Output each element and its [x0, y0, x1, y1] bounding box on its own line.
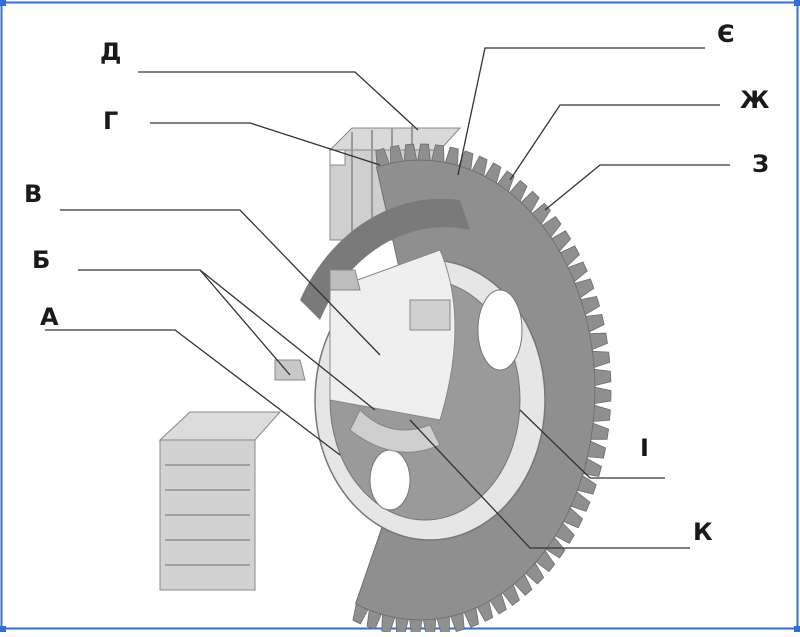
gear-tooth [395, 617, 409, 636]
leader-a [45, 329, 341, 456]
gear-tooth [563, 507, 584, 529]
leader-zh [509, 104, 720, 181]
gear-tooth [352, 603, 369, 625]
leader-b2 [199, 269, 376, 411]
gear-tooth [509, 180, 528, 202]
gear-tooth [366, 609, 382, 630]
label-b: Б [32, 246, 51, 274]
gear-tooth [375, 148, 390, 168]
gear-tooth [551, 230, 572, 252]
gear-tooth [525, 562, 545, 585]
gear-tooth [422, 618, 437, 637]
gear-tooth [431, 144, 445, 163]
frame-corner [794, 626, 800, 632]
gear-tooth [592, 350, 611, 369]
gear-tooth [501, 584, 520, 606]
leader-b [78, 269, 291, 376]
gear-tooth [403, 143, 418, 162]
gear-tooth [520, 190, 540, 213]
gear-tooth [582, 457, 602, 477]
gear-tooth [484, 162, 502, 184]
gear-tooth [471, 155, 488, 177]
label-g: Г [103, 107, 119, 135]
gear-tooth [585, 314, 605, 333]
gear-tooth [580, 295, 601, 316]
leader-z [544, 164, 730, 211]
gear-tooth [489, 593, 507, 615]
label-d: Д [100, 38, 122, 66]
gear-tooth [458, 150, 474, 171]
gear-tooth [554, 522, 575, 544]
leader-lines [45, 47, 730, 549]
frame-corner [0, 0, 6, 6]
gear-tooth [567, 261, 588, 283]
gear-tooth [476, 600, 494, 622]
gear-tooth [589, 332, 608, 351]
label-v: В [24, 180, 43, 208]
gear-tooth [390, 145, 404, 164]
gear-tooth [587, 440, 607, 459]
gear-tooth [574, 278, 595, 299]
gear-tooth [590, 422, 610, 440]
gear-tooth [436, 616, 450, 635]
gear-tooth [463, 607, 480, 628]
leader-k [409, 419, 690, 549]
leader-i [519, 409, 665, 479]
label-zh: Ж [740, 86, 770, 114]
leader-v [60, 209, 381, 356]
frame-corner [0, 626, 6, 632]
gear-tooth [417, 143, 431, 161]
frame-corner [794, 0, 800, 6]
label-a: А [40, 303, 59, 331]
leader-ye [457, 47, 705, 176]
gear-tooth [513, 573, 533, 596]
leader-g [150, 122, 381, 166]
leader-d [138, 71, 419, 131]
gear-tooth [444, 146, 459, 166]
gear-bore [274, 249, 456, 453]
gear-tooth [593, 368, 612, 387]
gear-tooth [535, 550, 556, 573]
gear-tooth [592, 404, 611, 422]
label-ye: Є [717, 20, 735, 48]
label-z: З [752, 150, 770, 178]
gear-tooth [381, 614, 396, 634]
label-k: К [693, 518, 713, 546]
label-i: І [640, 434, 649, 462]
gear-tooth [541, 215, 562, 238]
gear-tooth [594, 386, 612, 404]
gear-tooth [559, 245, 580, 267]
gear-tooth [497, 170, 515, 193]
gear-tooth [409, 619, 423, 637]
gear-tooth [570, 491, 591, 512]
gear-tooth [576, 474, 597, 495]
bottom-hub-block [158, 411, 282, 591]
